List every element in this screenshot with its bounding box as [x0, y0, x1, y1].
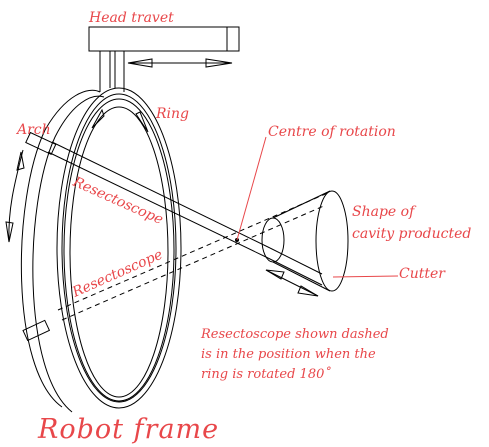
shape-of-cavity-label-line2: cavity producted	[352, 226, 471, 242]
arch-label: Arch	[15, 122, 51, 138]
arch	[20, 89, 105, 413]
note-line-2: is in the position when the	[201, 347, 376, 362]
centre-of-rotation-marker	[235, 136, 267, 242]
resectoscope-dashed	[57, 191, 331, 321]
cutter-arrow	[265, 269, 319, 297]
resectoscope-solid-label: Resectoscope	[69, 174, 165, 228]
centre-of-rotation-label: Centre of rotation	[268, 124, 396, 140]
arch-rotation-arrow	[5, 149, 25, 243]
resectoscope-dashed-label: Resectoscope	[69, 247, 165, 301]
cutter-label: Cutter	[399, 266, 446, 282]
diagram-title: Robot frame	[37, 414, 219, 445]
cutter-leader	[332, 275, 399, 278]
shape-of-cavity-label-line1: Shape of	[352, 204, 417, 220]
cavity-cone	[261, 190, 349, 292]
head-travel-arrow	[127, 58, 233, 68]
ring-label: Ring	[155, 106, 189, 122]
ring	[56, 87, 182, 409]
note-line-3: ring is rotated 180˚	[201, 366, 331, 382]
resectoscope-solid	[47, 141, 323, 286]
head-travet-label: Head travet	[88, 10, 174, 26]
note-line-1: Resectoscope shown dashed	[200, 327, 389, 342]
head-travet	[88, 26, 240, 92]
